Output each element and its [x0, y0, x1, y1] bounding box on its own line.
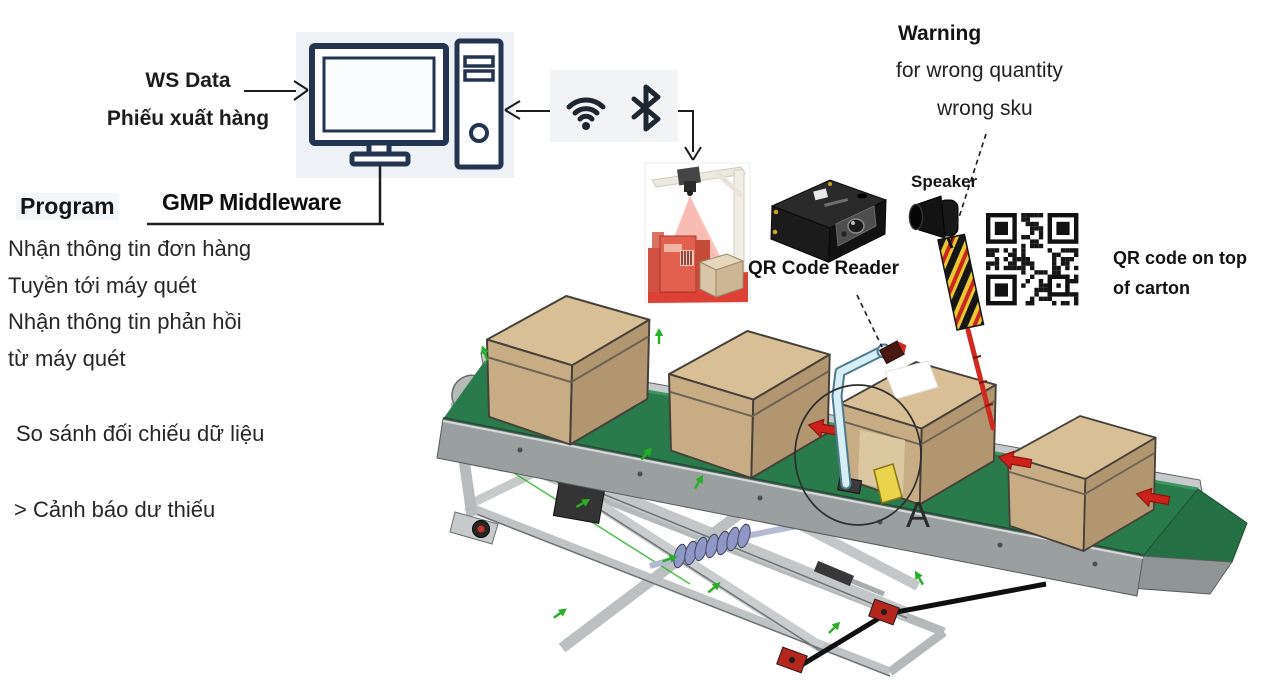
speaker-label: Speaker	[911, 172, 978, 191]
program-description: Nhận thông tin đơn hàng Tuyền tới máy qu…	[8, 231, 251, 377]
program-line: từ máy quét	[8, 345, 126, 371]
connector-lines	[147, 80, 702, 226]
qr-carton-line2: of carton	[1113, 278, 1191, 298]
warning-line1: for wrong quantity	[896, 59, 1063, 82]
warning-title: Warning	[898, 22, 982, 45]
scanner-arm	[831, 340, 907, 504]
compare-data-label: So sánh đối chiếu dữ liệu	[16, 421, 265, 446]
zone-a-circle	[794, 384, 922, 526]
alert-label: > Cảnh báo dư thiếu	[14, 497, 216, 522]
zone-a-label: A	[906, 494, 931, 535]
ws-data-line2: Phiếu xuất hàng	[106, 107, 270, 130]
wifi-icon	[566, 97, 606, 130]
horn-speaker-icon	[908, 195, 959, 249]
qr-carton-label: QR code on top of carton	[1113, 243, 1247, 303]
gmp-middleware-label: GMP Middleware	[162, 189, 342, 215]
qr-carton-line1: QR code on top	[1113, 248, 1247, 268]
pointer-lines	[856, 133, 987, 348]
arm-base-wedge	[873, 463, 903, 504]
qr-label-on-carton	[884, 360, 939, 400]
qr-reader-label: QR Code Reader	[748, 258, 899, 279]
red-pole	[965, 327, 996, 431]
program-line: Nhận thông tin đơn hàng	[8, 236, 252, 261]
warning-line2: wrong sku	[937, 97, 1033, 120]
ws-data-line1: WS Data	[145, 69, 231, 92]
desktop-computer-icon	[309, 38, 504, 170]
arm-scanner-head	[878, 340, 907, 365]
overhead-scanner-photo	[644, 162, 751, 304]
program-line: Nhận thông tin phản hồi	[8, 309, 242, 334]
qr-reader-device	[770, 179, 888, 263]
ws-data-label: WS Data Phiếu xuất hàng	[78, 62, 298, 138]
warning-pole	[937, 233, 996, 431]
program-title: Program	[16, 193, 119, 220]
hanging-scanner-icon	[676, 166, 702, 196]
program-line: Tuyền tới máy quét	[8, 272, 197, 298]
bluetooth-icon	[631, 84, 661, 132]
qr-code-image	[981, 208, 1084, 311]
